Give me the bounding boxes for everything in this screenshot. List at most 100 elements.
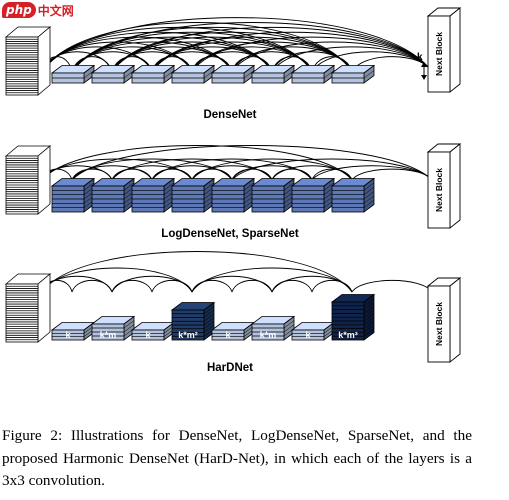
- connection-arc: [191, 267, 353, 293]
- next-block-side: [449, 277, 461, 363]
- harmonic-layer-3: [130, 321, 176, 341]
- block-plate-line: [83, 182, 95, 191]
- next-block-front: [427, 15, 451, 93]
- connection-arc: [41, 251, 353, 293]
- log-layer-6: [250, 177, 296, 213]
- connection-arc: [351, 279, 433, 293]
- block-plate-line: [123, 70, 135, 79]
- block-plate-line: [243, 182, 255, 191]
- diagram-caption: HarDNet: [207, 362, 253, 374]
- diagram-caption: DenseNet: [203, 109, 256, 121]
- connection-arc: [311, 168, 353, 181]
- next-block-label: Next Block: [434, 32, 444, 76]
- block-plate-line: [323, 182, 335, 191]
- connection-arc: [271, 279, 313, 293]
- block-plate-line: [363, 195, 375, 204]
- harmonic-layer-4: [170, 301, 216, 341]
- growth-arrow-head: [421, 75, 427, 80]
- log-layer-8: [330, 177, 376, 213]
- block-plate-line: [203, 313, 215, 322]
- block-plate-line: [203, 309, 215, 318]
- site-watermark-logo: php 中文网: [2, 0, 74, 20]
- connection-arc: [231, 158, 433, 181]
- harmonic-layer-8: [330, 293, 376, 341]
- connection-arc: [41, 17, 433, 73]
- block-plate-line: [363, 324, 375, 333]
- growth-arrow-head: [421, 62, 427, 67]
- watermark-text: 中文网: [37, 3, 74, 18]
- block-plate-line: [203, 182, 215, 191]
- connection-arc: [71, 279, 113, 293]
- dense-layer-1: [50, 64, 96, 84]
- block-front-face: [51, 329, 85, 341]
- layer-width-label: k: [225, 330, 231, 340]
- connection-arc: [41, 22, 353, 73]
- harmonic-layer-1: [50, 321, 96, 341]
- dense-layer-4: [170, 64, 216, 84]
- block-plate-line: [203, 317, 215, 326]
- connection-arc: [41, 165, 113, 181]
- dense-layer-5: [210, 64, 256, 84]
- connection-arc: [231, 279, 273, 293]
- log-layer-2: [90, 177, 136, 213]
- block-plate-line: [363, 182, 375, 191]
- block-plate-line: [363, 328, 375, 337]
- connection-arc: [151, 165, 233, 181]
- connection-arc: [111, 279, 153, 293]
- block-plate-line: [203, 306, 215, 314]
- block-plate-line: [363, 70, 375, 79]
- connection-arc: [271, 165, 353, 181]
- block-plate-line: [123, 320, 135, 329]
- block-plate-line: [203, 70, 215, 79]
- block-plate-line: [363, 191, 375, 200]
- next-block-side: [449, 143, 461, 229]
- connection-arc: [231, 46, 353, 73]
- block-plate-line: [363, 309, 375, 318]
- block-plate-line: [163, 70, 175, 79]
- input-side-face: [37, 26, 51, 96]
- block-plate-line: [283, 182, 295, 191]
- connection-arc: [111, 275, 193, 293]
- block-plate-line: [363, 305, 375, 314]
- connection-arc: [191, 275, 273, 293]
- connection-arc: [231, 165, 313, 181]
- diagram-caption: LogDenseNet, SparseNet: [161, 228, 299, 240]
- log-layer-5: [210, 177, 256, 213]
- layer-width-label: k*m: [100, 330, 117, 340]
- block-front-face: [211, 329, 245, 341]
- next-block: Next Block: [426, 143, 462, 229]
- block-plate-line: [123, 324, 135, 333]
- layer-width-label: k*m²: [178, 330, 198, 340]
- log-layer-7: [290, 177, 336, 213]
- connection-arc: [71, 145, 433, 181]
- block-plate-line: [283, 324, 295, 333]
- connection-arc: [41, 267, 193, 293]
- block-plate-line: [363, 313, 375, 322]
- block-plate-line: [203, 321, 215, 329]
- layer-width-label: k*m: [260, 330, 277, 340]
- input-feature-stack: [4, 273, 52, 343]
- block-plate-line: [363, 298, 375, 306]
- input-feature-stack: [4, 26, 52, 96]
- harmonic-layer-6: [250, 315, 296, 341]
- watermark-badge: php: [2, 2, 36, 18]
- growth-rate-label: k: [417, 52, 423, 63]
- connection-arc: [191, 165, 273, 181]
- block-plate-line: [323, 70, 335, 79]
- connection-arc: [41, 145, 353, 181]
- block-plate-line: [283, 70, 295, 79]
- figure-caption: Figure 2: Illustrations for DenseNet, Lo…: [2, 427, 472, 489]
- block-plate-line: [363, 199, 375, 208]
- connection-arc: [311, 279, 353, 293]
- layer-width-label: k*m³: [338, 330, 358, 340]
- input-feature-stack: [4, 145, 52, 215]
- block-plate-line: [83, 70, 95, 79]
- block-plate-line: [363, 301, 375, 310]
- connection-arc: [71, 165, 153, 181]
- connection-arc: [111, 165, 193, 181]
- layer-width-label: k: [65, 330, 71, 340]
